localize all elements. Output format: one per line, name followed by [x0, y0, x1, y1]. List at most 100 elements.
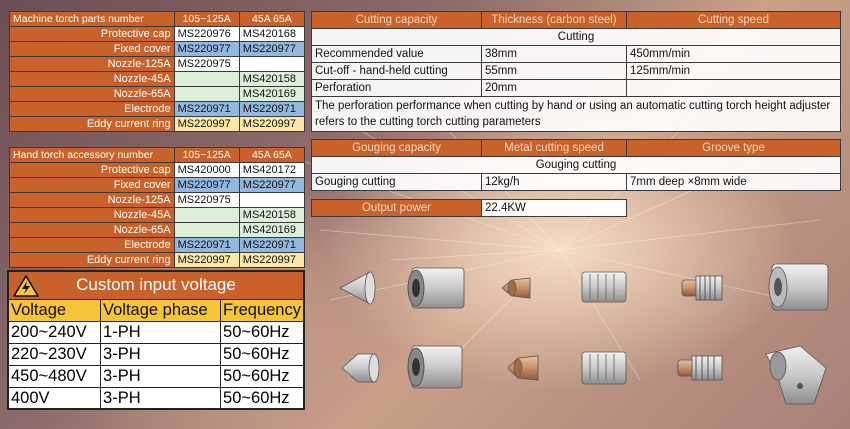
part-number-105-125a: MS220975	[173, 192, 240, 208]
electrode-icon	[681, 275, 723, 301]
part-number-105-125a: MS220975	[173, 56, 240, 72]
part-name: Protective cap	[9, 162, 175, 178]
part-number-105-125a: MS220971	[173, 101, 240, 117]
table-row: 400V 3-PH 50~60Hz	[7, 386, 305, 410]
row-thickness: 55mm	[481, 62, 627, 80]
gouging-subheader: Gouging cutting	[311, 156, 841, 174]
phase-value: 3-PH	[100, 342, 222, 366]
part-number-105-125a: MS220977	[173, 41, 240, 57]
table-row: Gouging cutting 12kg/h 7mm deep ×8mm wid…	[311, 173, 841, 191]
part-number-45a-65a: MS220977	[238, 41, 306, 57]
voltage-value: 400V	[7, 386, 102, 410]
table-row: Nozzle-45A MS420158	[9, 207, 306, 223]
header-label: Machine torch parts number	[9, 11, 175, 27]
part-name: Electrode	[9, 101, 175, 117]
cutting-note: The perforation performance when cutting…	[311, 96, 841, 132]
part-number-45a-65a: MS420158	[238, 207, 306, 223]
thickness-header: Thickness (carbon steel)	[481, 11, 627, 29]
part-number-105-125a: MS420000	[173, 162, 240, 178]
part-number-105-125a: MS220971	[173, 237, 240, 253]
hand-torch-parts-table: Hand torch accessory number 105~125A 45A…	[9, 147, 306, 268]
part-number-45a-65a: MS220997	[238, 116, 306, 132]
torch-consumable-parts-illustration	[339, 263, 829, 405]
machine-torch-parts-table: Machine torch parts number 105~125A 45A …	[9, 11, 306, 132]
hand-torch-head-icon	[765, 345, 827, 405]
part-name: Electrode	[9, 237, 175, 253]
frequency-column-header: Frequency	[220, 298, 305, 322]
voltage-title-row: Custom input voltage	[7, 270, 305, 300]
protective-cap-icon	[339, 271, 376, 305]
part-name: Nozzle-45A	[9, 207, 175, 223]
part-name: Nozzle-65A	[9, 222, 175, 238]
part-number-105-125a: MS220976	[173, 26, 240, 42]
table-row: Perforation 20mm	[311, 79, 841, 97]
output-power-value: 22.4KW	[481, 199, 627, 217]
nozzle-icon	[507, 355, 539, 381]
voltage-title: Custom input voltage	[76, 275, 236, 295]
part-name: Protective cap	[9, 26, 175, 42]
header-label: Hand torch accessory number	[9, 147, 175, 163]
gouging-subheader-row: Gouging cutting	[311, 156, 841, 174]
part-name: Eddy current ring	[9, 116, 175, 132]
row-groove: 7mm deep ×8mm wide	[626, 173, 841, 191]
gouging-capacity-table: Gouging capacity Metal cutting speed Gro…	[311, 139, 841, 191]
table-row: Nozzle-45A MS420158	[9, 71, 306, 87]
header-col-45a-65a: 45A 65A	[238, 147, 306, 163]
cutting-subheader: Cutting	[311, 28, 841, 46]
part-number-105-125a	[173, 86, 240, 102]
cutting-capacity-table: Cutting capacity Thickness (carbon steel…	[311, 11, 841, 132]
frequency-value: 50~60Hz	[220, 342, 305, 366]
part-name: Fixed cover	[9, 177, 175, 193]
output-power-label: Output power	[311, 199, 482, 217]
row-speed: 125mm/min	[626, 62, 841, 80]
gouging-header-row: Gouging capacity Metal cutting speed Gro…	[311, 139, 841, 157]
voltage-columns-row: Voltage Voltage phase Frequency	[7, 298, 305, 322]
phase-value: 3-PH	[100, 386, 222, 410]
part-number-45a-65a: MS420172	[238, 162, 306, 178]
table-row: Output power 22.4KW	[311, 199, 627, 217]
part-number-105-125a: MS220977	[173, 177, 240, 193]
swirl-ring-icon	[581, 271, 627, 303]
row-speed: 450mm/min	[626, 45, 841, 63]
protective-cap-icon	[341, 353, 380, 383]
part-number-45a-65a: MS420158	[238, 71, 306, 87]
row-thickness: 38mm	[481, 45, 627, 63]
high-voltage-warning-icon	[13, 275, 39, 297]
row-speed: 12kg/h	[481, 173, 627, 191]
output-power-table: Output power 22.4KW	[311, 199, 627, 217]
cutting-speed-header: Cutting speed	[626, 11, 841, 29]
metal-cutting-speed-header: Metal cutting speed	[481, 139, 627, 157]
part-number-105-125a: MS220997	[173, 252, 240, 268]
part-number-45a-65a: MS420168	[238, 26, 306, 42]
hand-torch-header-row: Hand torch accessory number 105~125A 45A…	[9, 147, 306, 163]
part-number-105-125a	[173, 222, 240, 238]
row-label: Gouging cutting	[311, 173, 482, 191]
phase-value: 1-PH	[100, 320, 222, 344]
fixed-cover-icon	[407, 345, 463, 389]
part-number-45a-65a: MS220971	[238, 237, 306, 253]
groove-type-header: Groove type	[626, 139, 841, 157]
part-name: Nozzle-45A	[9, 71, 175, 87]
part-name: Nozzle-125A	[9, 192, 175, 208]
row-label: Cut-off - hand-held cutting	[311, 62, 482, 80]
part-number-45a-65a	[238, 56, 306, 72]
torch-head-icon	[768, 263, 829, 311]
table-row: 220~230V 3-PH 50~60Hz	[7, 342, 305, 366]
part-name: Nozzle-65A	[9, 86, 175, 102]
part-number-45a-65a: MS220971	[238, 101, 306, 117]
machine-torch-header-row: Machine torch parts number 105~125A 45A …	[9, 11, 306, 27]
voltage-value: 220~230V	[7, 342, 102, 366]
table-row: Cut-off - hand-held cutting 55mm 125mm/m…	[311, 62, 841, 80]
frequency-value: 50~60Hz	[220, 364, 305, 388]
custom-input-voltage-table: Custom input voltage Voltage Voltage pha…	[7, 270, 305, 410]
row-label: Recommended value	[311, 45, 482, 63]
cutting-note-row: The perforation performance when cutting…	[311, 96, 841, 132]
